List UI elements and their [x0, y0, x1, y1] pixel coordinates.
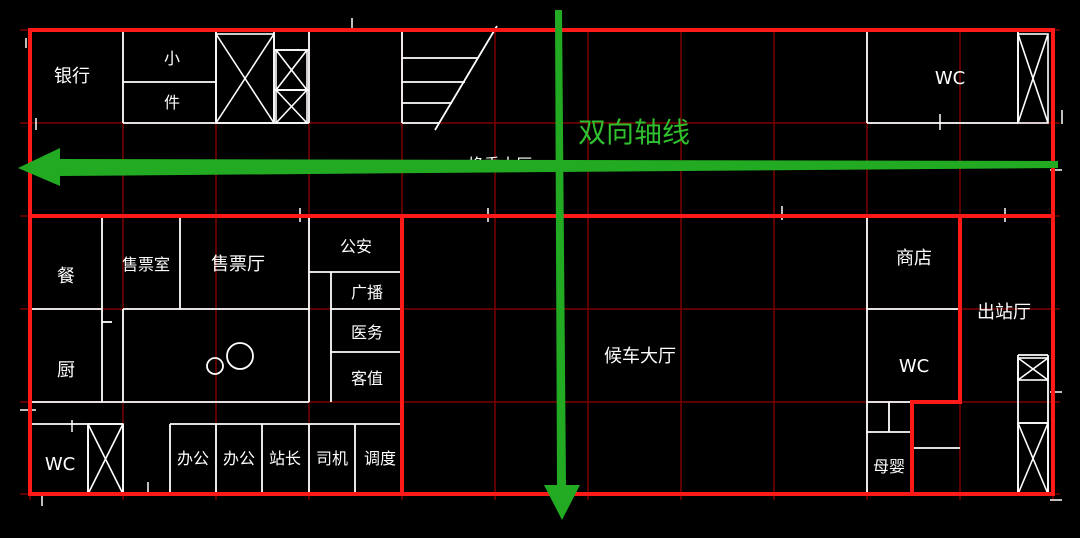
label-passenger-service: 客值	[351, 369, 383, 388]
horizontal-axis-arrow-icon	[18, 148, 1058, 186]
label-ticket-hall: 售票厅	[211, 254, 265, 275]
label-shop: 商店	[896, 248, 932, 269]
label-wc-right: WC	[899, 356, 929, 377]
label-office-2: 办公	[223, 449, 255, 468]
main-walls	[28, 28, 1055, 496]
label-stationmaster: 站长	[269, 449, 301, 468]
label-ticket-office: 售票室	[122, 255, 170, 274]
label-dining: 餐	[57, 266, 75, 287]
label-police: 公安	[340, 237, 372, 256]
label-wc-bottom-left: WC	[45, 454, 75, 475]
label-bank: 银行	[54, 66, 90, 87]
label-wc-top-right: WC	[935, 68, 965, 89]
label-driver: 司机	[316, 449, 348, 468]
vertical-axis-arrow-icon	[544, 10, 580, 520]
label-office-1: 办公	[177, 449, 209, 468]
label-broadcast: 广播	[351, 283, 383, 302]
label-small-parcels-1: 小	[164, 49, 180, 68]
axis-arrows: 双向轴线	[18, 10, 1058, 520]
label-dispatch: 调度	[364, 449, 396, 468]
label-mother-baby: 母婴	[873, 457, 905, 476]
room-labels: 银行 小 件 换乘大厅 WC 餐 厨 售票室 售票厅 公安 广播 医务 客值 W…	[45, 49, 1031, 476]
axis-label: 双向轴线	[578, 116, 690, 149]
label-kitchen: 厨	[57, 360, 75, 381]
shaft-markers	[87, 33, 1049, 495]
label-small-parcels-2: 件	[164, 93, 180, 112]
label-exit-hall: 出站厅	[977, 302, 1031, 323]
label-waiting-hall: 候车大厅	[604, 346, 676, 367]
label-medical: 医务	[351, 323, 383, 342]
